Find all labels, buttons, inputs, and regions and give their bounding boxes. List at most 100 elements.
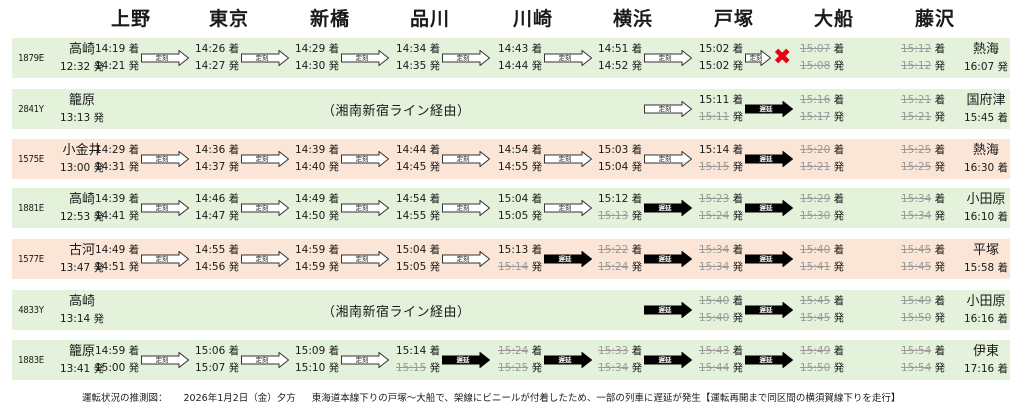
on-time-arrow: 定刻 xyxy=(341,50,389,66)
arrival-time: 15:07 xyxy=(800,43,831,55)
on-time-arrow: 定刻 xyxy=(241,151,289,167)
train-number: 2841Y xyxy=(18,103,44,115)
departure-label: 発 xyxy=(93,313,105,325)
departure-time: 15:15 xyxy=(699,161,730,173)
departure-time: 15:13 xyxy=(598,210,629,222)
destination-name: 熱海 xyxy=(972,143,999,158)
arrow-label: 定刻 xyxy=(456,204,470,212)
train-number: 1575E xyxy=(18,153,44,165)
arrival-time: 14:34 xyxy=(396,43,427,55)
departure-line: 15:24 発 xyxy=(598,259,660,276)
departure-label: 発 xyxy=(429,210,441,222)
departure-time: 15:40 xyxy=(699,312,730,324)
status-footer: 運転状況の推測図：2026年1月2日（金）夕方東海道本線下りの戸塚～大船で、架線… xyxy=(82,390,900,404)
arrival-line: 14:29 着 xyxy=(295,41,357,58)
on-time-arrow: 定刻 xyxy=(442,151,490,167)
arrival-time: 14:44 xyxy=(396,144,427,156)
departure-label: 発 xyxy=(128,261,140,273)
departure-line: 15:00 発 xyxy=(95,360,157,377)
delay-arrow: 遅延 xyxy=(544,251,592,267)
departure-time: 14:55 xyxy=(498,161,529,173)
departure-line: 14:51 発 xyxy=(95,259,157,276)
destination-name: 熱海 xyxy=(972,42,999,57)
on-time-arrow: 定刻 xyxy=(141,352,189,368)
departure-label: 発 xyxy=(228,161,240,173)
arrow-label: 定刻 xyxy=(456,54,470,62)
departure-label: 発 xyxy=(93,162,105,174)
arrival-line: 15:16 着 xyxy=(800,92,862,109)
arrival-time: 15:22 xyxy=(598,244,629,256)
arrival-label: 着 xyxy=(328,43,340,55)
departure-time: 15:08 xyxy=(800,60,831,72)
departure-label: 発 xyxy=(631,261,643,273)
departure-label: 発 xyxy=(732,261,744,273)
station-shimbashi: 新橋 xyxy=(309,8,351,30)
departure-time: 14:37 xyxy=(195,161,226,173)
on-time-arrow: 定刻 xyxy=(644,50,692,66)
arrival-time: 15:21 xyxy=(901,94,932,106)
arrow-label: 定刻 xyxy=(558,204,572,212)
departure-time: 15:02 xyxy=(699,60,730,72)
arrival-time: 14:29 xyxy=(295,43,326,55)
origin-name: 小金井 xyxy=(62,143,102,158)
departure-line: 15:05 発 xyxy=(396,259,458,276)
arrival-line: 15:33 着 xyxy=(598,343,660,360)
arrival-label: 着 xyxy=(228,244,240,256)
departure-label: 発 xyxy=(429,161,441,173)
delay-arrow: 遅延 xyxy=(745,352,793,368)
departure-label: 発 xyxy=(328,60,340,72)
departure-line: 15:41 発 xyxy=(800,259,862,276)
departure-label: 発 xyxy=(531,362,543,374)
departure-time: 14:30 xyxy=(295,60,326,72)
departure-label: 発 xyxy=(228,261,240,273)
departure-time: 15:50 xyxy=(800,362,831,374)
arrival-time: 14:51 xyxy=(598,43,629,55)
departure-label: 発 xyxy=(631,161,643,173)
departure-label: 発 xyxy=(429,362,441,374)
arrival-line: 15:23 着 xyxy=(699,191,761,208)
departure-line: 15:07 発 xyxy=(195,360,257,377)
station-shinagawa: 品川 xyxy=(409,8,451,30)
departure-time: 15:05 xyxy=(396,261,427,273)
departure-label: 発 xyxy=(934,111,946,123)
departure-line: 15:45 発 xyxy=(901,259,963,276)
departure-label: 発 xyxy=(128,362,140,374)
arrow-label: 遅延 xyxy=(658,356,672,364)
arrival-time: 14:29 xyxy=(95,144,126,156)
arrival-line: 14:54 着 xyxy=(396,191,458,208)
departure-label: 発 xyxy=(328,161,340,173)
origin-name: 古河 xyxy=(68,243,95,258)
arrival-label: 着 xyxy=(228,43,240,55)
delay-arrow: 遅延 xyxy=(644,352,692,368)
departure-label: 発 xyxy=(833,60,845,72)
arrival-time: 14:39 xyxy=(295,144,326,156)
departure-time: 15:17 xyxy=(800,111,831,123)
departure-time: 15:45 xyxy=(901,261,932,273)
origin-time-value: 12:53 xyxy=(59,211,91,223)
departure-label: 発 xyxy=(228,60,240,72)
arrival-label: 着 xyxy=(228,345,240,357)
departure-label: 発 xyxy=(93,363,105,375)
departure-time: 15:54 xyxy=(901,362,932,374)
origin-time: 13:00 発 xyxy=(52,160,112,177)
arrival-time: 15:29 xyxy=(800,193,831,205)
on-time-arrow: 定刻 xyxy=(241,352,289,368)
